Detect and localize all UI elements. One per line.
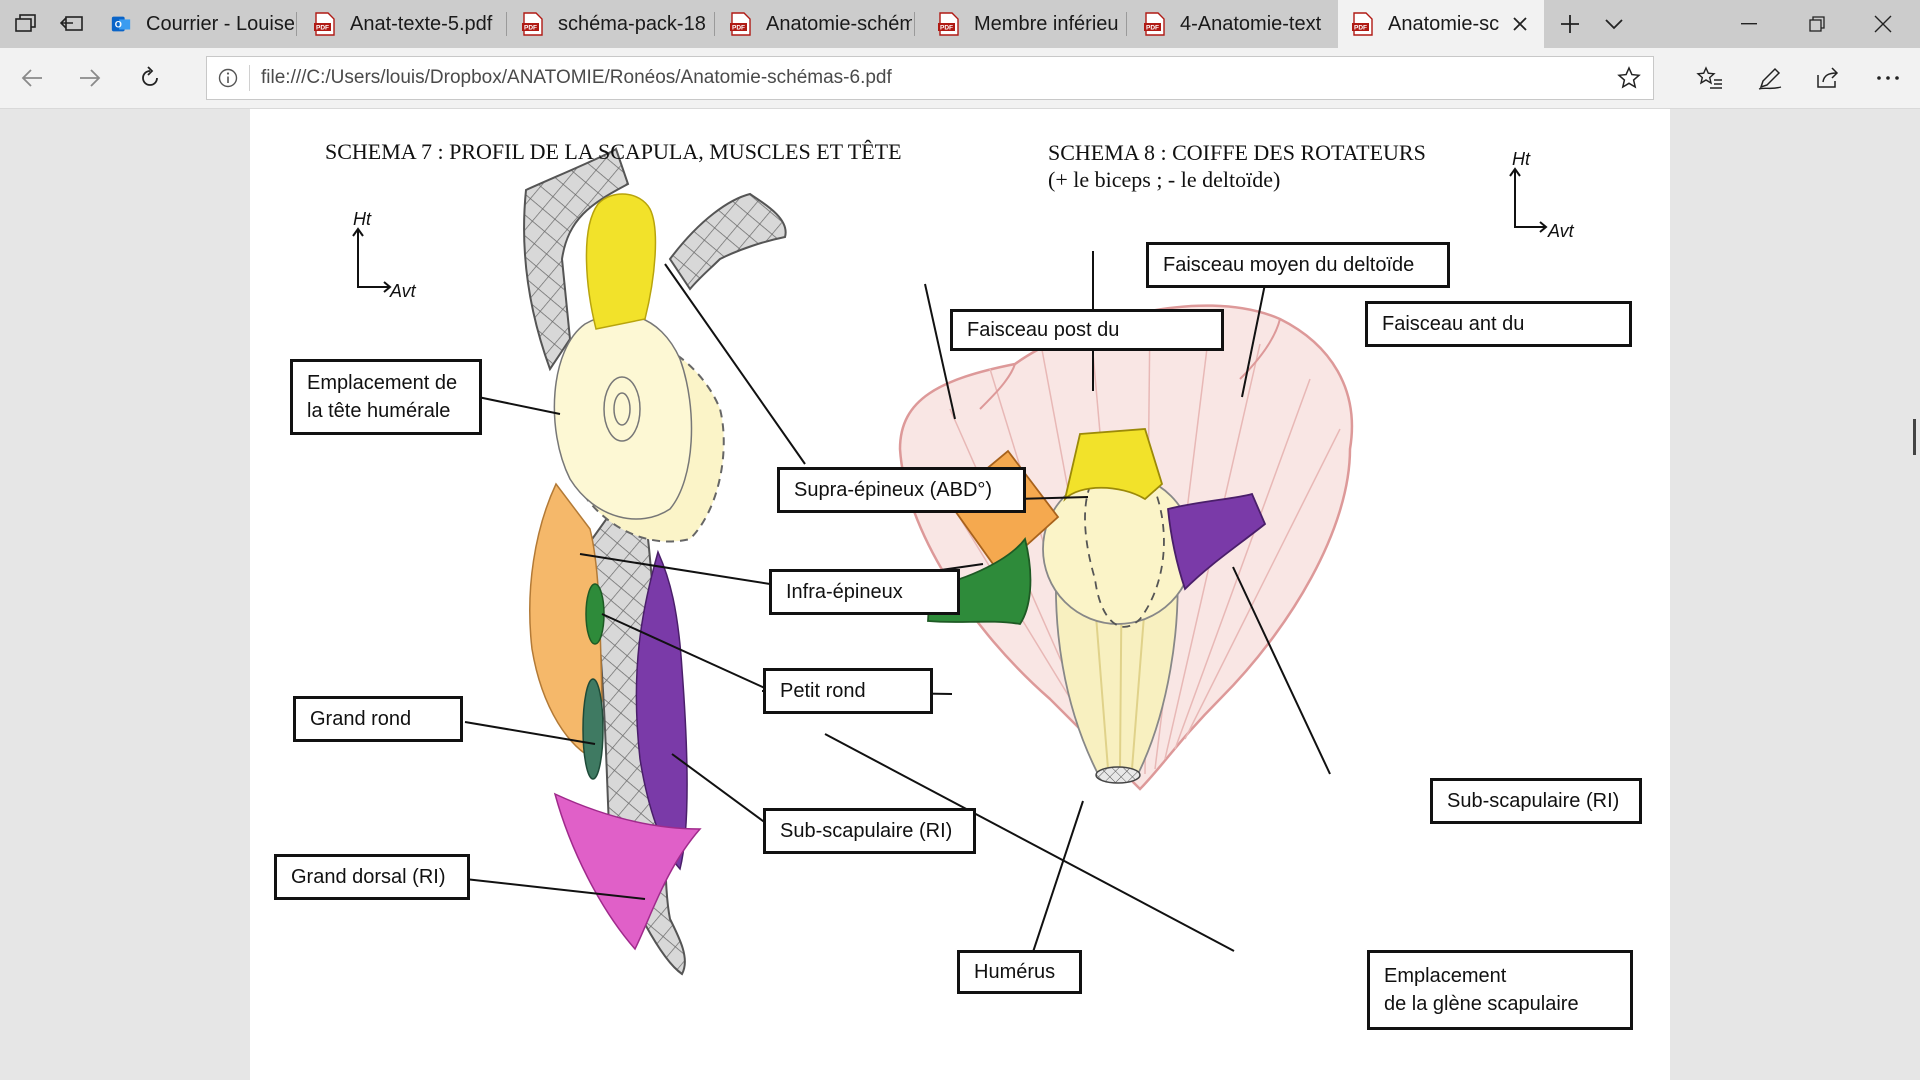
tab-separator [506, 12, 507, 36]
pdf-page: Ht Avt [250, 109, 1670, 1080]
pdf-icon: PDF [314, 12, 335, 36]
label-sub-scapulaire-s7: Sub-scapulaire (RI) [763, 808, 976, 854]
url-text[interactable]: file:///C:/Users/louis/Dropbox/ANATOMIE/… [261, 67, 892, 88]
pdf-viewer[interactable]: Ht Avt [0, 109, 1920, 1080]
pdf-icon: PDF [1144, 12, 1165, 36]
schema7-leader-lines [464, 263, 806, 900]
schema7-orientation-axes [352, 227, 392, 293]
svg-text:PDF: PDF [940, 25, 953, 32]
grand-rond-muscle [582, 678, 604, 780]
label-line: Emplacement de [307, 372, 458, 394]
subscapulaire-muscle [635, 549, 688, 871]
schema8-orientation-axes [1509, 167, 1548, 233]
tab-bar: O Courrier - Louise PDF Anat-texte-5.pdf… [0, 0, 1920, 48]
svg-text:PDF: PDF [732, 25, 745, 32]
label-faisceau-ant: Faisceau ant du [1365, 301, 1632, 347]
pdf-icon: PDF [1352, 12, 1373, 36]
pdf-icon: PDF [938, 12, 959, 36]
label-infra-epineux: Infra-épineux [769, 569, 960, 615]
close-window-icon[interactable] [1856, 0, 1910, 48]
label-grand-rond: Grand rond [293, 696, 463, 742]
set-aside-tabs-icon[interactable] [52, 0, 92, 48]
label-faisceau-moyen: Faisceau moyen du deltoïde [1146, 242, 1450, 288]
back-icon[interactable] [8, 48, 56, 108]
schema7-title: SCHEMA 7 : PROFIL DE LA SCAPULA, MUSCLES… [325, 139, 902, 164]
navigation-bar: file:///C:/Users/louis/Dropbox/ANATOMIE/… [0, 48, 1920, 109]
new-tab-icon[interactable] [1548, 0, 1592, 48]
coracoid-process [668, 192, 787, 291]
label-grand-dorsal: Grand dorsal (RI) [274, 854, 470, 900]
label-line: la tête humérale [307, 400, 451, 422]
tab-label: Anat-texte-5.pdf [350, 12, 493, 35]
svg-text:PDF: PDF [1354, 25, 1367, 32]
tab-label: Anatomie-sc [1388, 12, 1500, 35]
label-line: Emplacement [1384, 965, 1507, 987]
label-petit-rond: Petit rond [763, 668, 933, 714]
tab-list-chevron-icon[interactable] [1592, 0, 1636, 48]
info-icon[interactable] [217, 67, 239, 89]
refresh-icon[interactable] [126, 48, 174, 108]
minimize-icon[interactable] [1722, 0, 1776, 48]
pdf-icon: PDF [730, 12, 751, 36]
schema7-avt-label: Avt [389, 281, 417, 301]
glenoid-cavity [553, 313, 693, 520]
tab-separator [914, 12, 915, 36]
tab-label: Courrier - Louise [146, 12, 294, 35]
scapula-spine [523, 147, 630, 372]
tab-separator [296, 12, 297, 36]
tab-manager-icon[interactable] [6, 0, 46, 48]
glenoid-center [603, 376, 641, 442]
supra-epineux-muscle [585, 193, 657, 330]
humerus-cut [1095, 766, 1141, 784]
label-supra-epineux: Supra-épineux (ABD°) [777, 467, 1026, 513]
tab-separator [1126, 12, 1127, 36]
tab-4[interactable]: PDF Membre inférieu [924, 0, 1124, 48]
tab-label: 4-Anatomie-text [1180, 12, 1322, 35]
scrollbar-thumb[interactable] [1913, 419, 1916, 455]
schema8-ht-label: Ht [1512, 149, 1531, 169]
schema8-avt-label: Avt [1547, 221, 1575, 241]
tab-label: schéma-pack-18 [558, 12, 706, 35]
label-tete-humerale: Emplacement de la tête humérale [290, 359, 482, 435]
subscapulaire-muscle-s8 [1167, 492, 1267, 591]
more-options-icon[interactable] [1864, 48, 1912, 108]
favorite-star-icon[interactable] [1617, 66, 1641, 90]
pdf-icon: PDF [522, 12, 543, 36]
tab-separator [714, 12, 715, 36]
outlook-icon: O [111, 16, 131, 32]
svg-text:PDF: PDF [316, 25, 329, 32]
tab-0[interactable]: O Courrier - Louise [96, 0, 294, 48]
anatomy-drawings: Ht Avt [352, 147, 1575, 976]
schema7-drawing: Ht Avt [352, 147, 806, 976]
label-sub-scapulaire-s8: Sub-scapulaire (RI) [1430, 778, 1642, 824]
label-humerus: Humérus [957, 950, 1082, 994]
tab-2[interactable]: PDF schéma-pack-18 [508, 0, 712, 48]
close-tab-icon[interactable] [1508, 12, 1532, 36]
svg-text:PDF: PDF [1146, 25, 1159, 32]
label-line: de la glène scapulaire [1384, 993, 1579, 1015]
tab-1[interactable]: PDF Anat-texte-5.pdf [300, 0, 504, 48]
schema8-title-line1: SCHEMA 8 : COIFFE DES ROTATEURS [1048, 140, 1426, 165]
grand-dorsal-muscle [553, 792, 702, 951]
supra-epineux-muscle-s8 [1063, 428, 1164, 502]
label-glene-scapulaire: Emplacement de la glène scapulaire [1367, 950, 1633, 1030]
favorites-list-icon[interactable] [1686, 48, 1734, 108]
svg-text:O: O [115, 20, 122, 30]
notes-pen-icon[interactable] [1746, 48, 1794, 108]
tab-5[interactable]: PDF 4-Anatomie-text [1130, 0, 1336, 48]
forward-icon[interactable] [66, 48, 114, 108]
address-bar[interactable]: file:///C:/Users/louis/Dropbox/ANATOMIE/… [206, 56, 1654, 100]
schema7-ht-label: Ht [353, 209, 372, 229]
petit-rond-muscle [585, 583, 605, 645]
label-faisceau-post: Faisceau post du [950, 309, 1224, 351]
tab-label: Anatomie-schém [766, 12, 912, 35]
share-icon[interactable] [1804, 48, 1852, 108]
restore-icon[interactable] [1790, 0, 1844, 48]
tab-label: Membre inférieu [974, 12, 1119, 35]
schema8-title-line2: (+ le biceps ; - le deltoïde) [1048, 167, 1281, 192]
tab-6-active[interactable]: PDF Anatomie-sc [1338, 0, 1544, 48]
tab-3[interactable]: PDF Anatomie-schém [716, 0, 912, 48]
svg-text:PDF: PDF [524, 25, 537, 32]
address-divider [249, 65, 250, 91]
